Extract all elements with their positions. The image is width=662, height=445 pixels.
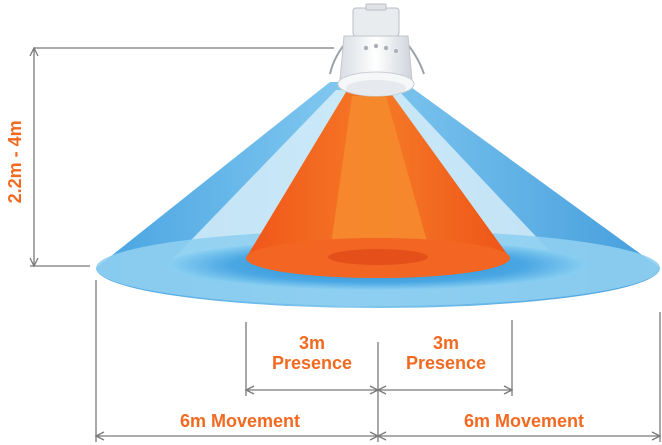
presence-right-distance: 3m [432, 333, 459, 353]
coverage-dimensions [94, 280, 662, 442]
height-label: 2.2m - 4m [5, 120, 26, 204]
presence-left-text: Presence [271, 352, 353, 373]
movement-label-right: 6m Movement [463, 411, 585, 431]
presence-floor-core [328, 249, 428, 265]
presence-left-distance: 3m [298, 333, 325, 353]
presence-label-right: 3m Presence [386, 333, 506, 374]
presence-right-text: Presence [405, 352, 487, 373]
sensor-icon [329, 3, 425, 97]
presence-label-left: 3m Presence [252, 333, 372, 374]
presence-cone-core [330, 96, 430, 252]
movement-label-left: 6m Movement [179, 411, 301, 431]
height-dimension [29, 46, 334, 268]
